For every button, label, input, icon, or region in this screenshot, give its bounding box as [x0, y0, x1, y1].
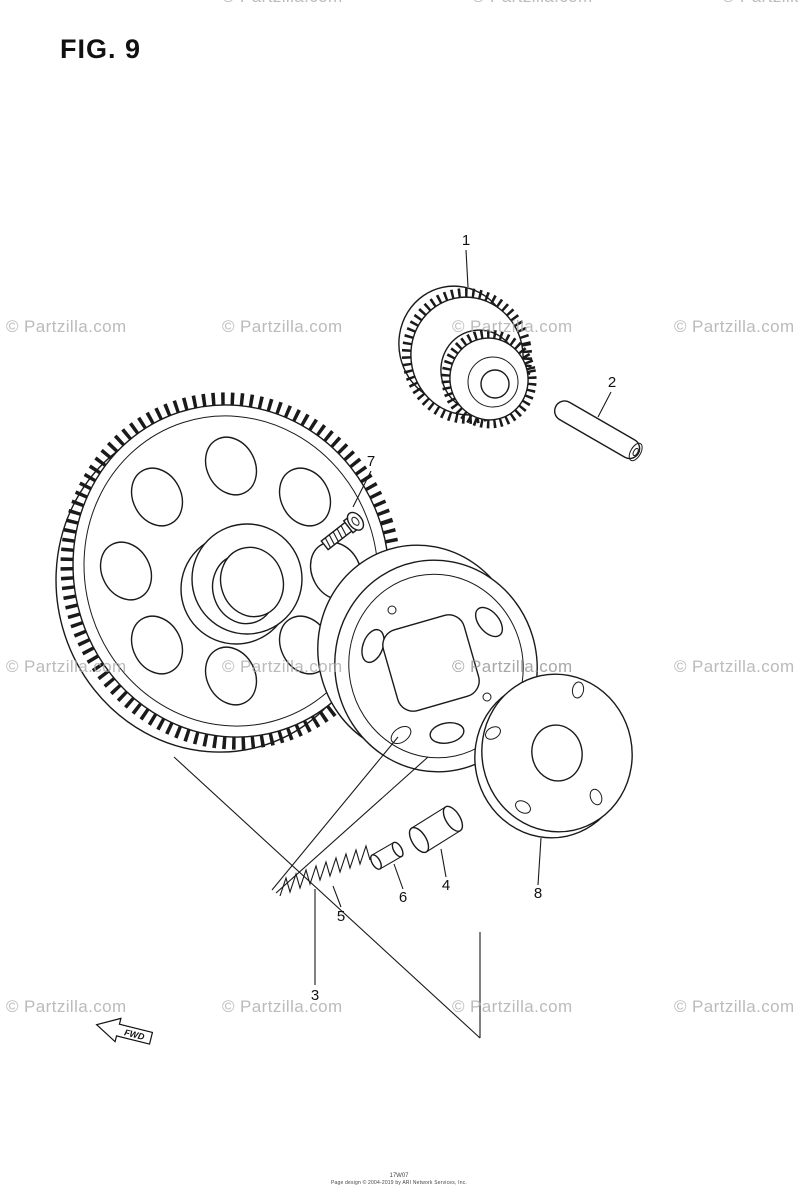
callout-2[interactable]: 2 — [608, 374, 616, 391]
callout-5[interactable]: 5 — [337, 908, 345, 925]
clutch-cover-plate — [474, 673, 633, 839]
fwd-label: FWD — [123, 1027, 146, 1042]
spring-part — [279, 844, 371, 897]
fwd-arrow: FWD — [95, 1017, 154, 1045]
callout-7[interactable]: 7 — [367, 453, 375, 470]
pin-part — [553, 400, 643, 462]
callout-8[interactable]: 8 — [534, 885, 542, 902]
figure-title: FIG. 9 — [60, 34, 142, 64]
bolt-part — [320, 511, 365, 551]
roller-part — [408, 805, 464, 854]
page-footer: 17W07 Page design © 2004-2019 by ARI Net… — [0, 1173, 798, 1186]
small-pin-part — [370, 841, 404, 870]
callout-6[interactable]: 6 — [399, 889, 407, 906]
large-driven-gear — [55, 392, 402, 753]
idle-gear-assembly — [398, 285, 537, 429]
callout-3[interactable]: 3 — [311, 987, 319, 1004]
drawing-code: 17W07 — [389, 1173, 409, 1179]
leader-lines — [173, 249, 612, 1039]
callout-1[interactable]: 1 — [462, 232, 470, 249]
footer-copyright: Page design © 2004-2019 by ARI Network S… — [330, 1180, 468, 1186]
callout-4[interactable]: 4 — [442, 877, 450, 894]
